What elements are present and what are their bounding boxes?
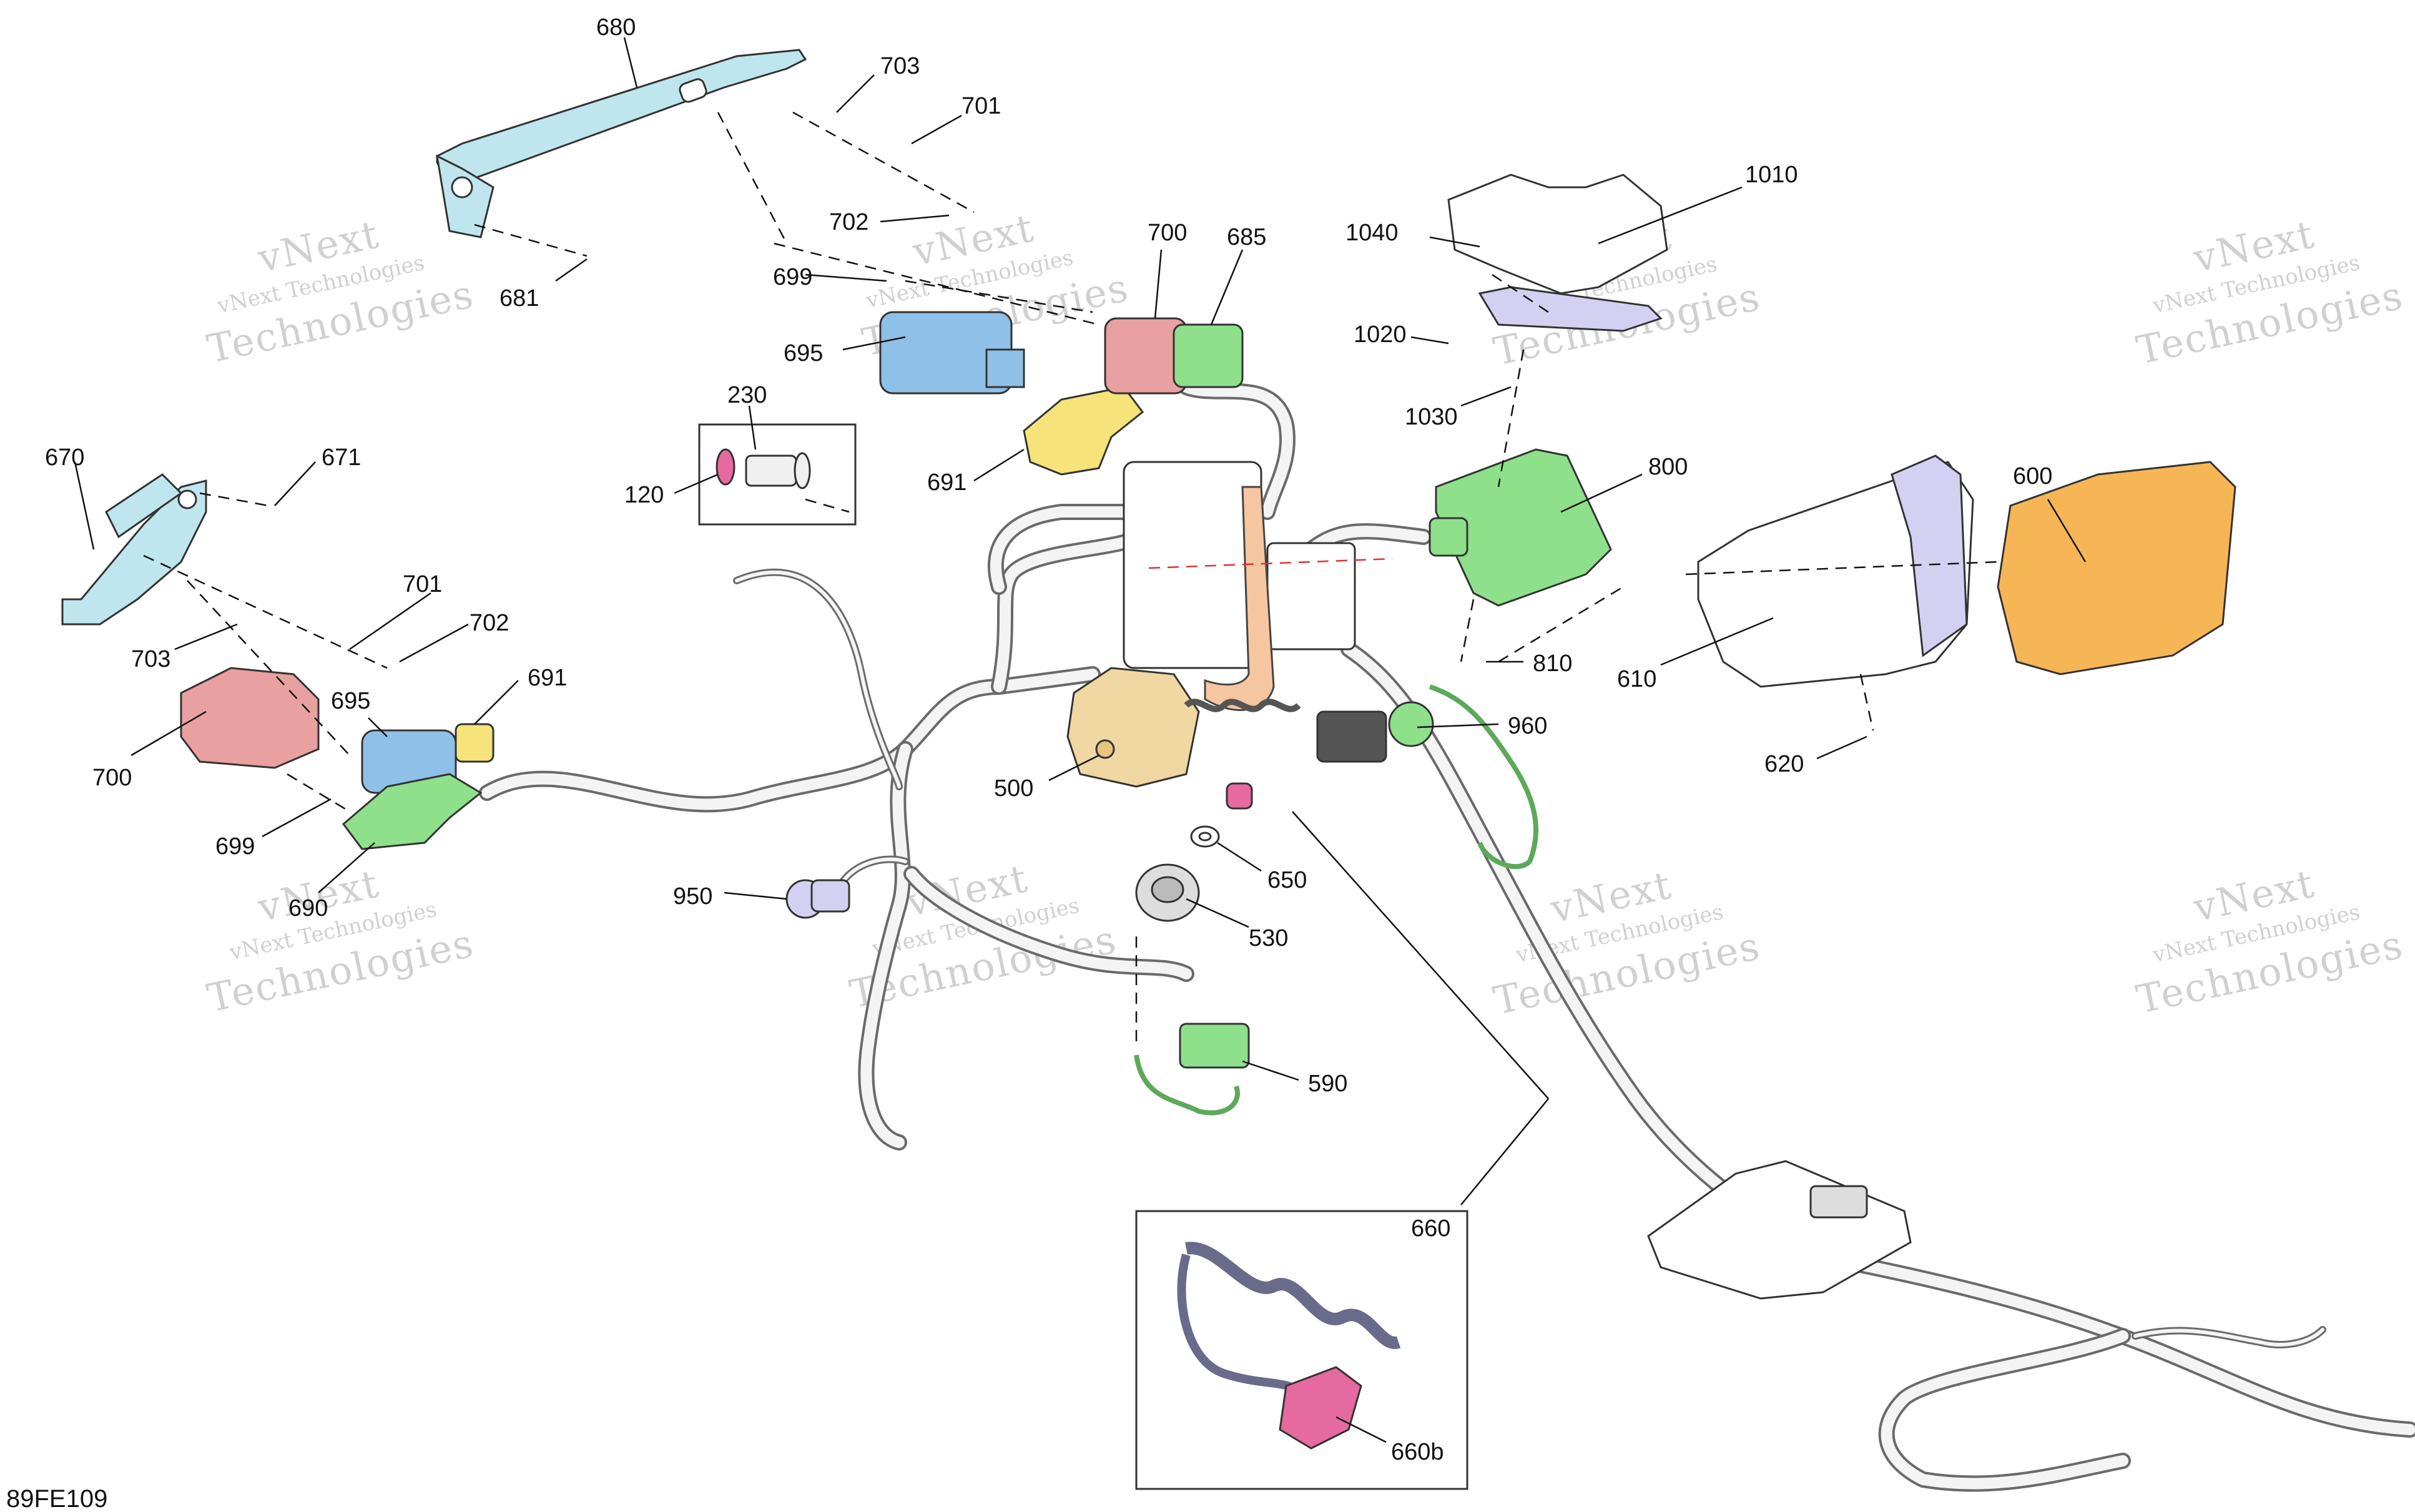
callout-950: 950 xyxy=(673,883,712,910)
watermark-bottom-left: vNext Technologies Technologies vNext xyxy=(203,860,478,1021)
callout-660: 660 xyxy=(1411,1215,1450,1242)
assembly-dashed-lines xyxy=(143,111,1999,1049)
harness-center-trunk xyxy=(991,529,1144,695)
callout-695-upper: 695 xyxy=(784,340,823,366)
callout-699-upper: 699 xyxy=(773,264,812,290)
callout-120: 120 xyxy=(624,482,664,508)
callout-685: 685 xyxy=(1227,224,1266,250)
wire-to-connector-left-inner xyxy=(735,570,901,788)
part-610-housing xyxy=(1697,454,1974,688)
part-695-relay-upper xyxy=(879,311,1025,395)
callout-701-upper: 701 xyxy=(962,93,1001,119)
callout-670: 670 xyxy=(45,444,84,471)
callout-590: 590 xyxy=(1308,1071,1347,1097)
diagram-code-label: 89FE109 xyxy=(6,1485,107,1512)
part-1010-bracket xyxy=(1447,174,1668,332)
callout-671: 671 xyxy=(322,444,361,471)
callout-600: 600 xyxy=(2013,463,2052,489)
harness-lower-left-drop-inner xyxy=(860,744,911,1148)
callout-650: 650 xyxy=(1267,867,1307,893)
callout-1010: 1010 xyxy=(1745,162,1798,188)
part-960-connector xyxy=(1316,684,1538,870)
harness-bottom-right-run-inner xyxy=(1836,1255,2415,1435)
part-590-switch xyxy=(1134,1023,1250,1116)
part-650-washer xyxy=(1190,825,1220,848)
callout-530: 530 xyxy=(1249,925,1288,951)
part-orange-ribbon xyxy=(1204,486,1275,711)
callout-610: 610 xyxy=(1617,666,1656,692)
callout-800: 800 xyxy=(1648,454,1688,480)
callout-703-upper: 703 xyxy=(880,53,920,79)
part-700-fuse-box-lower xyxy=(180,667,320,769)
part-670-bracket xyxy=(61,473,207,626)
part-800-module xyxy=(1429,448,1612,607)
part-600-display-module xyxy=(1997,461,2236,675)
callout-700-lower: 700 xyxy=(92,765,132,791)
callout-1030: 1030 xyxy=(1405,404,1458,430)
watermark-bottom-right-center: vNext Technologies Technologies vNext xyxy=(1490,862,1764,1023)
callout-620: 620 xyxy=(1764,751,1804,777)
part-bottom-right-module xyxy=(1647,1160,1912,1300)
part-691-bracket-upper xyxy=(1023,386,1144,476)
watermark-bottom-right: vNext Technologies Technologies vNext xyxy=(2133,860,2408,1022)
harness-left-branch-inner xyxy=(481,669,1098,810)
inset-box-230 xyxy=(698,423,857,526)
callout-1020: 1020 xyxy=(1354,322,1407,348)
callout-1040: 1040 xyxy=(1345,220,1399,246)
callout-699-lower: 699 xyxy=(215,833,255,860)
harness-bottom-right-run xyxy=(1834,1253,2415,1438)
callout-703-lower: 703 xyxy=(131,646,170,672)
callout-695-lower: 695 xyxy=(331,688,370,714)
part-685-relay xyxy=(1173,323,1244,388)
callout-691-upper: 691 xyxy=(927,469,966,496)
callout-702-lower: 702 xyxy=(470,610,509,636)
wire-bottom-right-ground-inner xyxy=(2133,1328,2324,1347)
callout-660b: 660b xyxy=(1391,1439,1444,1465)
wire-to-connector-left xyxy=(733,568,903,790)
part-530-knob xyxy=(1135,863,1200,922)
inset-230-120 xyxy=(698,423,857,526)
watermark-top-right: vNext Technologies Technologies vNext xyxy=(2133,211,2408,373)
callout-labels: 680 703 701 702 681 699 700 685 695 230 … xyxy=(45,14,2052,1465)
callout-691-lower: 691 xyxy=(528,665,567,691)
leader-lines xyxy=(74,37,2087,1443)
harness-to-module-800-inner xyxy=(1306,526,1429,555)
harness-lower-loop-inner xyxy=(906,868,1192,979)
harness-bottom-right-branch-inner xyxy=(1881,1330,2128,1490)
part-691-bracket-lower xyxy=(455,723,494,763)
callout-680: 680 xyxy=(596,14,636,41)
callout-690: 690 xyxy=(288,895,328,921)
callout-702-upper: 702 xyxy=(829,209,868,235)
inset-box-660 xyxy=(1135,1210,1468,1490)
harness-top-arc-inner xyxy=(990,381,1293,592)
inset-660 xyxy=(1135,1210,1468,1490)
callout-700-upper: 700 xyxy=(1148,220,1187,246)
callout-681: 681 xyxy=(499,285,539,312)
part-690-bracket xyxy=(342,773,483,850)
harness-center-trunk-inner xyxy=(993,531,1142,692)
callout-701-lower: 701 xyxy=(403,571,442,597)
callout-960: 960 xyxy=(1508,713,1547,739)
callout-500: 500 xyxy=(994,775,1033,802)
part-950-switch xyxy=(785,879,850,919)
part-680-bracket xyxy=(436,49,807,238)
part-500-junction-box xyxy=(1066,667,1200,788)
part-coil-cable xyxy=(1184,699,1301,810)
callout-810: 810 xyxy=(1533,650,1572,677)
callout-230: 230 xyxy=(727,382,767,408)
harness-bottom-right-branch xyxy=(1878,1328,2131,1492)
main-wire-harness xyxy=(479,379,2415,1492)
part-center-fuse-panel xyxy=(1123,461,1356,669)
watermark-top-left: vNext Technologies Technologies vNext xyxy=(203,211,478,371)
